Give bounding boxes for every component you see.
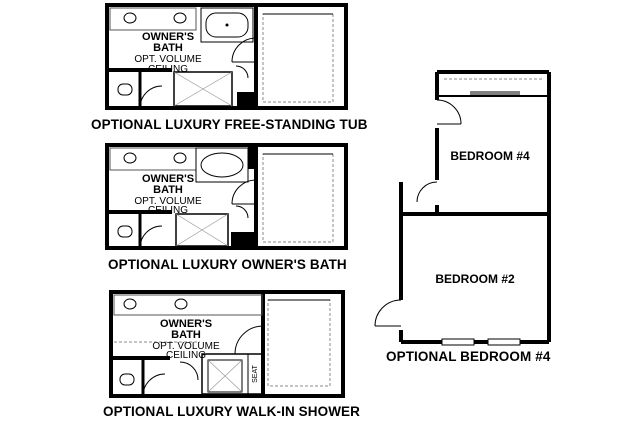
toilet-icon	[119, 373, 135, 386]
sink-icon	[173, 152, 187, 164]
room-name-2: BATH	[153, 42, 183, 54]
seat-label: SEAT	[252, 364, 259, 382]
plan-luxury-owners-bath: OWNER'S BATH OPT. VOLUME CEILING	[105, 143, 348, 250]
freestanding-tub-icon	[205, 12, 249, 38]
ceiling-note: OPT. VOLUME	[134, 54, 202, 65]
room-name: OWNER'S	[160, 318, 212, 330]
ceiling-note-2: CEILING	[148, 205, 188, 216]
walk-in-shower-icon	[207, 359, 243, 393]
caption-luxury-owners-bath: OPTIONAL LUXURY OWNER'S BATH	[108, 257, 347, 272]
caption-optional-bedroom-4: OPTIONAL BEDROOM #4	[386, 349, 551, 364]
plan-free-standing-tub: OWNER'S BATH OPT. VOLUME CEILING	[105, 3, 348, 110]
shower-icon	[175, 213, 229, 247]
room-name: OWNER'S	[142, 173, 194, 185]
room-name-2: BATH	[171, 329, 201, 341]
ceiling-note-2: CEILING	[166, 350, 206, 361]
sink-icon	[173, 12, 187, 24]
room-name: OWNER'S	[142, 31, 194, 43]
room-label-bedroom-2: BEDROOM #2	[435, 272, 515, 286]
room-name-2: BATH	[153, 184, 183, 196]
toilet-icon	[117, 225, 133, 238]
shower-icon	[173, 71, 233, 107]
plan-optional-bedroom-4: BEDROOM #4 BEDROOM #2	[374, 70, 551, 346]
caption-walk-in-shower: OPTIONAL LUXURY WALK-IN SHOWER	[103, 404, 361, 419]
bathtub-icon	[200, 152, 244, 178]
ceiling-note: OPT. VOLUME	[152, 341, 220, 352]
sink-icon	[123, 298, 137, 310]
ceiling-note-2: CEILING	[148, 64, 188, 75]
sink-icon	[123, 152, 137, 164]
plan-walk-in-shower: SEAT OWNER'S BATH OPT. VOLUME CEILING	[109, 290, 345, 398]
sink-icon	[174, 298, 188, 310]
sink-icon	[123, 12, 137, 24]
toilet-icon	[117, 83, 133, 96]
caption-free-standing-tub: OPTIONAL LUXURY FREE-STANDING TUB	[91, 117, 368, 132]
ceiling-note: OPT. VOLUME	[134, 196, 202, 207]
room-label-bedroom-4: BEDROOM #4	[450, 149, 530, 163]
